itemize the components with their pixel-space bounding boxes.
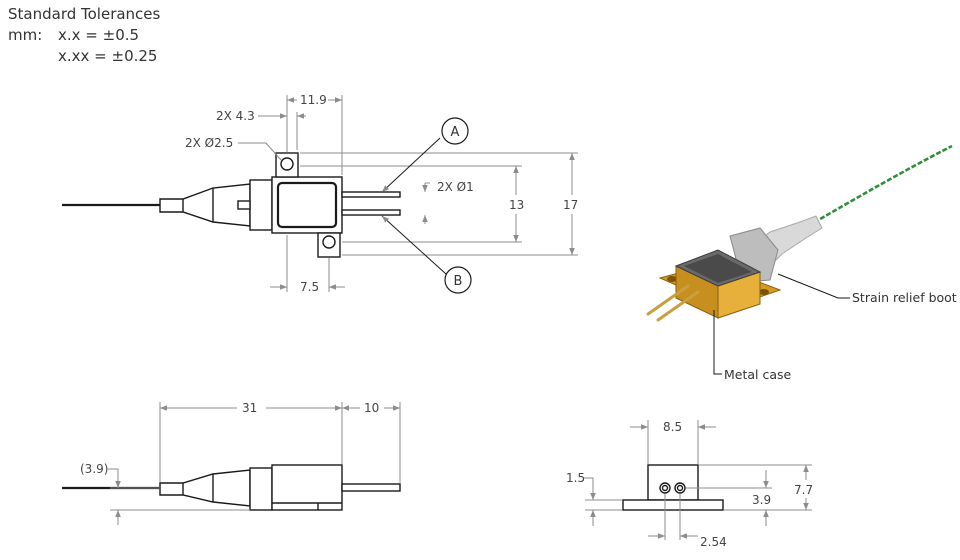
top-body bbox=[271, 176, 343, 234]
end-flange bbox=[622, 499, 724, 511]
side-pin bbox=[341, 483, 401, 492]
end-view-labels: 8.5 1.5 3.9 7.7 2.54 bbox=[566, 420, 813, 549]
side-boot bbox=[159, 469, 251, 507]
side-view bbox=[62, 464, 401, 511]
dim-end-height: 7.7 bbox=[794, 483, 813, 497]
dim-pin-pitch: 2.54 bbox=[700, 535, 727, 549]
photo-leaders bbox=[713, 273, 850, 375]
tolerance-row-2: x.xx = ±0.25 bbox=[8, 46, 160, 67]
dim-inner-height: 13 bbox=[509, 198, 524, 212]
dim-pin-length: 10 bbox=[364, 401, 379, 415]
end-view-dimensions bbox=[583, 420, 812, 540]
photo-pin-2 bbox=[656, 290, 700, 322]
photo-pin-1 bbox=[646, 284, 690, 316]
end-pin-left bbox=[659, 482, 671, 494]
dim-end-width: 8.5 bbox=[663, 420, 682, 434]
label-strain-relief-boot: Strain relief boot bbox=[852, 290, 957, 305]
top-view bbox=[62, 152, 401, 258]
top-view-labels: 2X 4.3 11.9 2X Ø2.5 2X Ø1 13 17 7.5 A B bbox=[185, 93, 578, 294]
dim-body-width: 11.9 bbox=[300, 93, 327, 107]
tolerance-block: Standard Tolerances mm: x.x = ±0.5 x.xx … bbox=[8, 4, 160, 67]
side-view-labels: 31 10 (3.9) bbox=[80, 401, 379, 476]
tolerance-unit: mm: bbox=[8, 26, 43, 44]
top-boot bbox=[159, 183, 251, 227]
top-lid bbox=[276, 181, 338, 229]
dim-outer-height: 17 bbox=[563, 198, 578, 212]
end-view bbox=[622, 464, 724, 511]
photo-labels: Strain relief boot Metal case bbox=[724, 290, 957, 382]
side-collar bbox=[249, 467, 273, 511]
end-pin-right bbox=[674, 482, 686, 494]
top-tab-upper bbox=[275, 152, 299, 178]
end-body bbox=[647, 464, 699, 501]
top-view-dimensions bbox=[238, 95, 578, 292]
dim-pin-center: 3.9 bbox=[752, 493, 771, 507]
tolerance-title: Standard Tolerances bbox=[8, 5, 161, 23]
dim-hole-diameter: 2X Ø2.5 bbox=[185, 136, 233, 150]
top-pin-upper bbox=[341, 191, 401, 198]
top-hole-lower bbox=[322, 235, 336, 249]
product-illustration bbox=[646, 144, 953, 322]
side-view-dimensions bbox=[108, 402, 401, 525]
top-collar bbox=[249, 179, 273, 231]
dim-bottom-width: 7.5 bbox=[300, 280, 319, 294]
dim-overall-length: 31 bbox=[242, 401, 257, 415]
top-hole-upper bbox=[280, 157, 294, 171]
dim-fiber-offset: (3.9) bbox=[80, 462, 108, 476]
tolerance-row-1: mm: x.x = ±0.5 bbox=[8, 25, 160, 46]
dim-pin-diameter: 2X Ø1 bbox=[437, 180, 474, 194]
dim-hole-spacing: 2X 4.3 bbox=[216, 109, 255, 123]
photo-fiber bbox=[807, 144, 953, 228]
tolerance-rule-1: x.x = ±0.5 bbox=[58, 26, 140, 44]
callout-b: B bbox=[454, 274, 463, 289]
label-metal-case: Metal case bbox=[724, 367, 792, 382]
callout-a: A bbox=[451, 125, 460, 140]
top-pin-lower bbox=[341, 209, 401, 216]
callout-a-circle bbox=[441, 117, 469, 145]
tolerance-rule-2: x.xx = ±0.25 bbox=[58, 47, 158, 65]
dim-flange-thickness: 1.5 bbox=[566, 471, 585, 485]
callout-b-circle bbox=[444, 266, 472, 294]
